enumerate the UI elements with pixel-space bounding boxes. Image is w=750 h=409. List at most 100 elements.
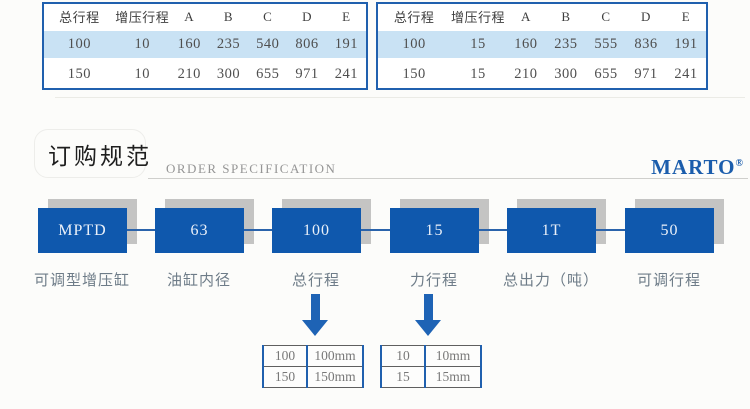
force-stroke-options-table: 10 10mm 15 15mm [380,345,482,388]
option-cell: 10mm [424,345,482,367]
page-subtitle: ORDER SPECIFICATION [166,161,337,176]
spec-table-left: 总行程 增压行程 A B C D E 100 10 160 235 540 80… [42,2,368,90]
data-cell: 15 [470,65,486,82]
table-row: 150 10 210 300 655 971 241 [44,60,366,88]
data-cell: 655 [256,65,280,82]
order-code-label: 可调型增压缸 [33,273,130,289]
order-code-box-output: 1T [507,208,596,253]
header-cell: 总行程 [59,10,100,25]
order-code-box-stroke: 100 [272,208,361,253]
table-row-highlighted: 100 10 160 235 540 806 191 [44,29,366,60]
code-connector [361,229,390,231]
header-cell: B [223,8,234,24]
data-cell: 971 [634,65,658,82]
code-connector [127,229,155,231]
data-cell: 540 [256,36,280,52]
data-cell: 10 [134,65,150,82]
code-connector [479,229,507,231]
option-cell: 10 [380,345,426,367]
table-header-row: 总行程 增压行程 A B C D E [378,4,706,29]
option-row: 15 15mm [380,366,482,388]
header-cell: 总行程 [393,10,435,25]
data-cell: 191 [334,36,358,52]
data-cell: 836 [634,36,658,52]
title-plate [34,129,146,178]
data-cell: 15 [470,36,486,52]
table-row-highlighted: 100 15 160 235 555 836 191 [378,29,706,60]
option-cell: 100mm [306,345,364,367]
data-cell: 241 [334,65,358,82]
order-code-box-force-stroke: 15 [390,208,479,253]
data-cell: 235 [554,36,578,52]
code-connector [596,229,625,231]
header-cell: E [342,8,351,24]
header-cell: 增压行程 [451,10,506,25]
data-cell: 971 [295,65,319,82]
data-cell: 655 [594,65,618,82]
section-separator [55,97,745,98]
data-cell: 210 [177,65,201,82]
table-header-row: 总行程 增压行程 A B C D E [44,4,366,29]
data-cell: 241 [674,65,698,82]
order-code-label: 力行程 [409,273,458,289]
code-text: 100 [303,221,330,239]
option-row: 100 100mm [262,345,364,367]
code-text: 1T [541,221,562,239]
down-arrow-icon [302,294,328,336]
order-code-label: 可调行程 [636,273,701,289]
code-text: 15 [425,221,444,239]
header-cell: B [561,8,571,24]
data-cell: 806 [295,36,319,52]
data-cell: 235 [216,36,241,52]
section-divider [148,178,748,179]
brand-name: MARTO [651,155,736,179]
order-code-box-adjustable: 50 [625,208,714,253]
header-cell: C [601,8,611,24]
data-cell: 160 [514,36,538,52]
data-cell: 555 [594,36,618,52]
page-title: 订购规范 [48,144,152,169]
registered-mark: ® [735,158,744,169]
option-cell: 15mm [424,366,482,388]
down-arrow-icon [415,294,441,336]
option-row: 10 10mm [380,345,482,367]
order-code-label: 总行程 [291,273,340,289]
data-cell: 100 [402,36,426,52]
option-row: 150 150mm [262,366,364,388]
stroke-options-table: 100 100mm 150 150mm [262,345,364,388]
header-cell: A [520,8,531,24]
header-cell: A [184,8,195,24]
data-cell: 150 [402,65,426,82]
header-cell: 增压行程 [115,10,170,25]
arrow-shaft [310,294,320,320]
code-text: 63 [190,221,209,239]
header-cell: D [641,8,651,24]
order-code-label: 油缸内径 [166,273,231,289]
code-text: MPTD [58,221,107,239]
data-cell: 150 [67,65,92,82]
order-code-box-bore: 63 [155,208,244,253]
data-cell: 160 [177,36,201,52]
code-text: 50 [660,221,679,239]
spec-table-right: 总行程 增压行程 A B C D E 100 15 160 235 555 83… [376,2,708,90]
header-cell: E [681,8,691,24]
header-cell: D [302,8,312,24]
arrow-head [302,320,328,336]
code-connector [244,229,272,231]
data-cell: 300 [216,65,241,82]
order-code-box-model: MPTD [38,208,127,253]
option-cell: 150 [262,366,308,388]
arrow-head [415,320,441,336]
brand-logo: MARTO® [651,155,744,180]
data-cell: 100 [67,36,92,52]
data-cell: 300 [554,65,578,82]
option-cell: 100 [262,345,308,367]
order-code-label: 总出力（吨） [502,273,599,289]
header-cell: C [263,8,273,24]
option-cell: 15 [380,366,426,388]
data-cell: 10 [134,36,150,52]
data-cell: 191 [674,36,698,52]
arrow-shaft [423,294,433,320]
data-cell: 210 [514,65,538,82]
